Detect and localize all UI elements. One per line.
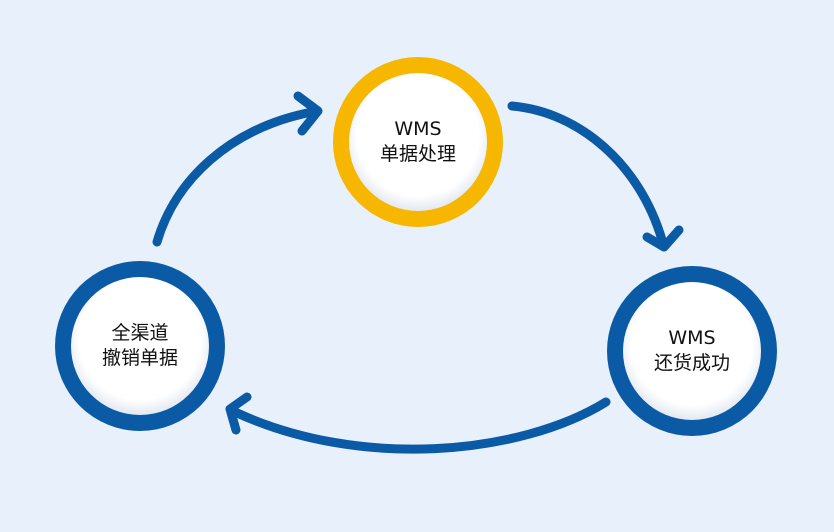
node-channel-cancel: [55, 261, 225, 431]
node-wms-return-success: [607, 266, 777, 436]
arrow-right-to-left: [225, 392, 611, 454]
node-wms-processing: [333, 57, 503, 227]
arrow-left-to-top: [152, 91, 323, 247]
arrow-top-to-right: [507, 101, 684, 252]
